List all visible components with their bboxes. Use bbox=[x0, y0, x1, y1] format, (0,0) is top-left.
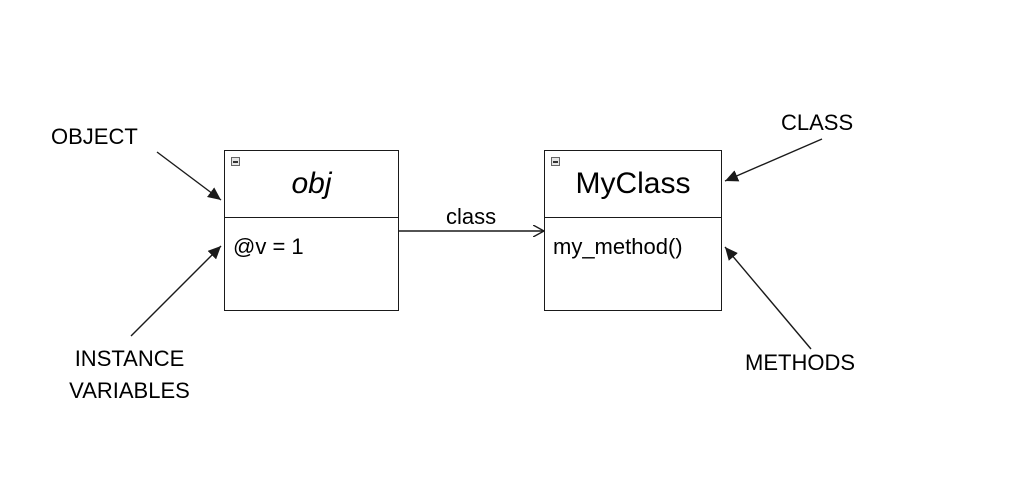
object-box-header[interactable]: obj bbox=[225, 151, 398, 218]
class-box[interactable]: MyClass my_method() bbox=[544, 150, 722, 311]
class-box-methods: my_method() bbox=[545, 218, 721, 260]
class-pointer-arrow bbox=[724, 138, 823, 182]
object-box-attributes: @v = 1 bbox=[225, 218, 398, 260]
class-method: my_method() bbox=[553, 234, 683, 259]
methods-annotation: METHODS bbox=[745, 350, 855, 375]
class-annotation: CLASS bbox=[781, 110, 854, 135]
object-attribute: @v = 1 bbox=[233, 234, 304, 259]
collapse-icon[interactable] bbox=[231, 157, 240, 166]
object-annotation: OBJECT bbox=[51, 124, 138, 149]
object-box-title: obj bbox=[291, 167, 332, 200]
instance-variables-line1: INSTANCE bbox=[74, 346, 185, 371]
class-box-header[interactable]: MyClass bbox=[545, 151, 721, 218]
instance-variables-line2: VARIABLES bbox=[69, 378, 190, 403]
object-pointer-arrow bbox=[156, 151, 222, 201]
collapse-icon[interactable] bbox=[551, 157, 560, 166]
methods-pointer-arrow bbox=[724, 246, 812, 350]
instance-variables-annotation: INSTANCE VARIABLES bbox=[52, 343, 207, 407]
class-box-title: MyClass bbox=[575, 167, 691, 200]
object-box[interactable]: obj @v = 1 bbox=[224, 150, 399, 311]
class-edge-label: class bbox=[446, 204, 497, 229]
instance-variables-pointer-arrow bbox=[130, 245, 222, 337]
